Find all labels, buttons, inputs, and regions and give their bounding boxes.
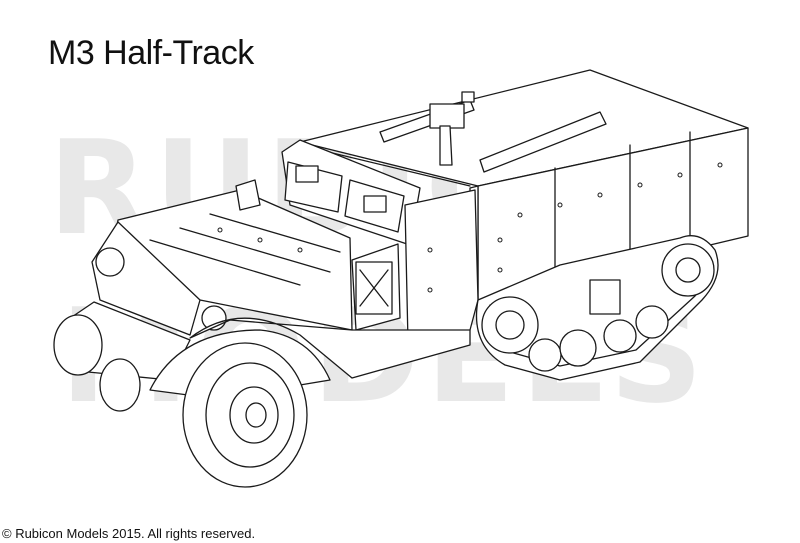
fender: [149, 317, 471, 396]
track-assembly: [475, 235, 719, 381]
copyright-notice: © Rubicon Models 2015. All rights reserv…: [2, 526, 256, 541]
rivets: [217, 162, 723, 293]
cab: [281, 139, 479, 343]
page-title: M3 Half-Track: [48, 34, 254, 72]
front-wheel: [182, 342, 308, 488]
front-bumper: [53, 221, 227, 412]
machine-gun: [379, 91, 475, 166]
